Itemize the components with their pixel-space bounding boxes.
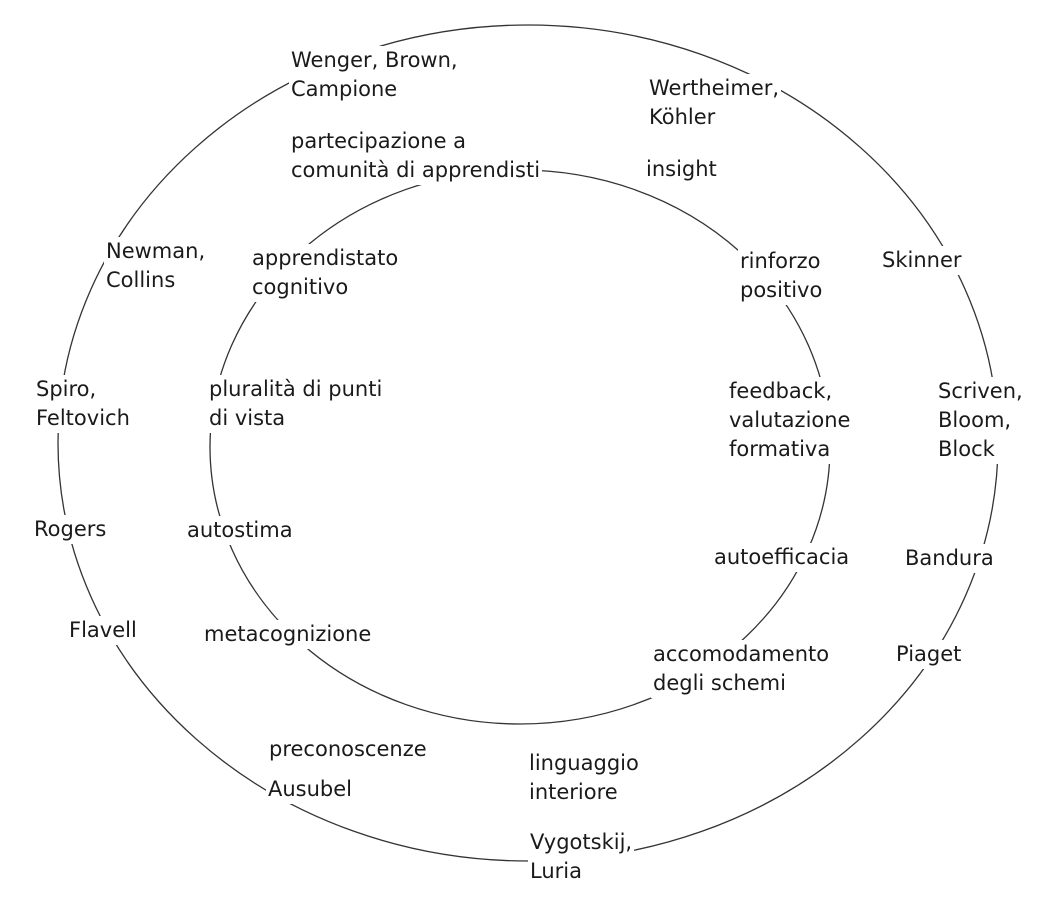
inner-label-accomodamento: accomodamento degli schemi	[651, 640, 832, 698]
inner-label-autoefficacia: autoefficacia	[712, 543, 852, 572]
outer-label-vygotskij-luria: Vygotskij, Luria	[528, 828, 635, 886]
inner-label-metacognizione: metacognizione	[202, 620, 374, 649]
outer-label-scriven-bloom-block: Scriven, Bloom, Block	[936, 377, 1025, 464]
outer-label-piaget: Piaget	[894, 640, 964, 669]
outer-label-bandura: Bandura	[903, 544, 996, 573]
outer-label-ausubel: Ausubel	[266, 775, 355, 804]
inner-label-rinforzo-positivo: rinforzo positivo	[738, 247, 825, 305]
outer-label-rogers: Rogers	[32, 515, 109, 544]
outer-label-spiro-feltovich: Spiro, Feltovich	[34, 375, 132, 433]
inner-label-autostima: autostima	[185, 516, 295, 545]
inner-label-pluralita: pluralità di punti di vista	[207, 375, 385, 433]
outer-label-newman-collins: Newman, Collins	[104, 237, 208, 295]
inner-label-insight: insight	[644, 155, 719, 184]
inner-label-partecipazione: partecipazione a comunità di apprendisti	[289, 127, 543, 185]
outer-label-flavell: Flavell	[67, 616, 139, 645]
outer-label-skinner: Skinner	[880, 246, 964, 275]
outer-label-wenger-brown-campione: Wenger, Brown, Campione	[289, 46, 460, 104]
outer-label-wertheimer-kohler: Wertheimer, Köhler	[647, 74, 782, 132]
inner-label-feedback: feedback, valutazione formativa	[727, 377, 853, 464]
inner-label-preconoscenze: preconoscenze	[267, 735, 429, 764]
inner-label-linguaggio-interiore: linguaggio interiore	[527, 749, 641, 807]
inner-label-apprendistato: apprendistato cognitivo	[250, 244, 401, 302]
